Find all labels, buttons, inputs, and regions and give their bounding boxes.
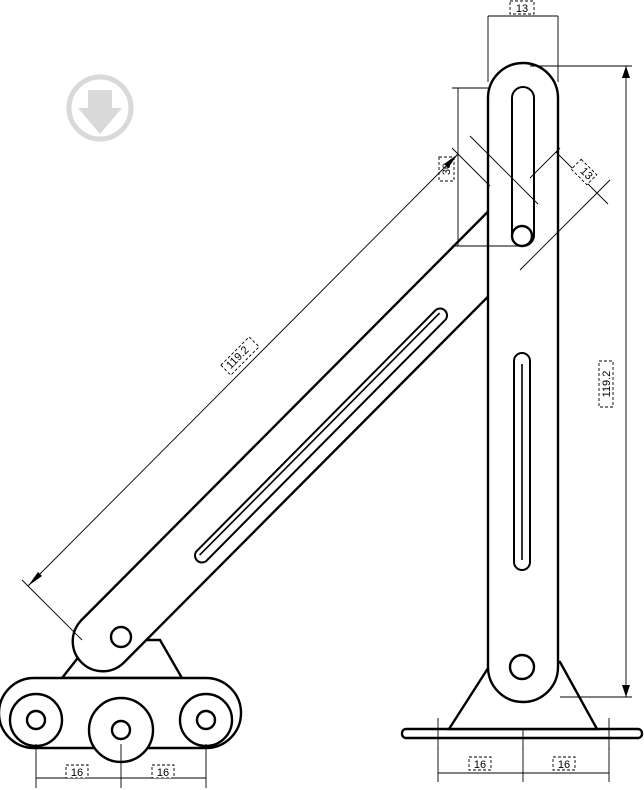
upright-arm bbox=[486, 61, 560, 704]
dim-right-spacing-a-label: 16 bbox=[474, 759, 486, 771]
arm-pivot-hole bbox=[109, 625, 133, 649]
upright-pivot-hole bbox=[508, 653, 536, 681]
dim-right-spacing-b-label: 16 bbox=[558, 759, 570, 771]
dim-top-width: 13 bbox=[487, 0, 559, 82]
dim-vertical-length-label: 119.2 bbox=[601, 371, 613, 398]
dim-vertical-length: 119.2 bbox=[530, 65, 632, 698]
dim-top-width-label: 13 bbox=[516, 3, 528, 15]
dim-left-spacing: 16 16 bbox=[35, 744, 207, 788]
base-boss-1 bbox=[8, 692, 64, 748]
folded-arm bbox=[71, 194, 548, 673]
dim-angled-width: 13 bbox=[469, 135, 611, 271]
dim-right-spacing: 16 16 bbox=[437, 748, 610, 782]
dim-diagonal-length: 119.2 bbox=[21, 147, 491, 641]
upright-top-pin bbox=[510, 224, 534, 248]
base-boss-3 bbox=[178, 692, 234, 748]
dim-left-spacing-b-label: 16 bbox=[157, 767, 169, 779]
upright-top-slot bbox=[511, 86, 535, 247]
arm-slot bbox=[193, 307, 449, 564]
watermark-logo-top-left bbox=[66, 74, 134, 142]
dim-slot-length-label: 30 bbox=[441, 163, 453, 175]
dim-left-spacing-a-label: 16 bbox=[71, 767, 83, 779]
